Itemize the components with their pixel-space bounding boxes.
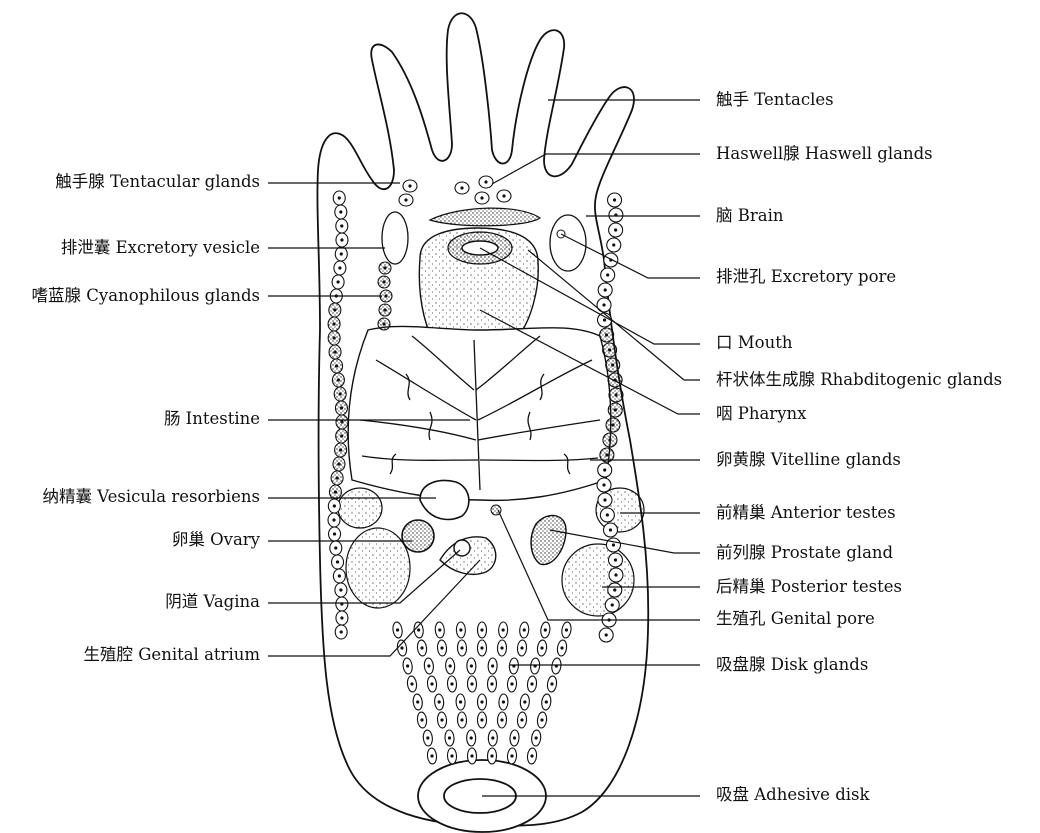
label-pharynx: 咽 Pharynx (716, 404, 806, 424)
label-prostate-gland: 前列腺 Prostate gland (716, 543, 893, 563)
label-genital-atrium: 生殖腔 Genital atrium (84, 645, 261, 665)
label-adhesive-disk: 吸盘 Adhesive disk (716, 785, 870, 805)
label-posterior-testes: 后精巢 Posterior testes (716, 577, 902, 597)
label-vagina: 阴道 Vagina (165, 592, 260, 612)
label-genital-pore: 生殖孔 Genital pore (716, 609, 875, 629)
label-intestine: 肠 Intestine (164, 409, 260, 429)
label-excretory-pore: 排泄孔 Excretory pore (716, 267, 896, 287)
label-tentacular-glands: 触手腺 Tentacular glands (55, 172, 260, 192)
label-rhabditogenic-glands: 杆状体生成腺 Rhabditogenic glands (716, 370, 1002, 390)
label-ovary: 卵巢 Ovary (172, 530, 260, 550)
label-cyanophilous-glands: 嗜蓝腺 Cyanophilous glands (32, 286, 260, 306)
label-brain: 脑 Brain (716, 206, 784, 226)
label-anterior-testes: 前精巢 Anterior testes (716, 503, 896, 523)
label-mouth: 口 Mouth (716, 333, 792, 353)
label-disk-glands: 吸盘腺 Disk glands (716, 655, 868, 675)
label-vitelline-glands: 卵黄腺 Vitelline glands (716, 450, 901, 470)
label-haswell-glands: Haswell腺 Haswell glands (716, 144, 933, 164)
label-excretory-vesicle: 排泄囊 Excretory vesicle (61, 238, 260, 258)
label-tentacles: 触手 Tentacles (716, 90, 834, 110)
label-vesicula-resorbiens: 纳精囊 Vesicula resorbiens (42, 487, 260, 507)
